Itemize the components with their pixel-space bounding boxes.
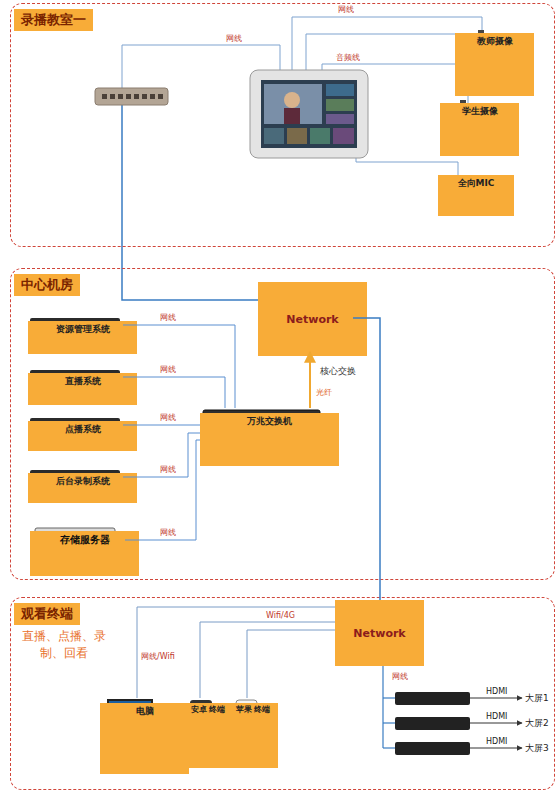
link-label: 网线/Wifi (141, 652, 175, 661)
hdmi-arrows (470, 698, 522, 748)
node-label: 存储服务器 (30, 531, 139, 576)
link-label: 网线 (160, 465, 176, 474)
port-label: HDMI (486, 737, 507, 746)
pc-terminal: 电脑 (100, 698, 175, 774)
cable-label: 网线 (226, 34, 242, 43)
screen-label: 大屏1 (525, 693, 549, 704)
screen-label: 大屏3 (525, 743, 549, 754)
port-label: HDMI (486, 712, 507, 721)
camera-device: 学生摄像 (440, 98, 505, 156)
port-label: HDMI (486, 687, 507, 696)
phone-terminal: 苹果 终端 (228, 698, 264, 768)
zone-note: 直播、点播、录 制、回看 (16, 628, 112, 662)
node-label: Network (258, 282, 367, 356)
screen-label: 大屏2 (525, 718, 549, 729)
node-label: 安卓 终端 (183, 703, 233, 768)
network-link (123, 377, 225, 408)
link-label: 网线 (160, 413, 176, 422)
mic-device: 全向MIC (438, 170, 500, 216)
access-switch (95, 88, 168, 105)
network-link (123, 325, 235, 408)
node-label: 全向MIC (438, 175, 514, 216)
uplink-wire (122, 105, 258, 300)
phone-terminal: 安卓 终端 (183, 698, 219, 768)
link-label: 光纤 (316, 388, 332, 397)
server-device: 后台录制系统 (28, 468, 123, 503)
decoder-wires (383, 662, 395, 748)
recording-tablet (250, 70, 368, 158)
network-link (247, 630, 335, 698)
cable-label: 音频线 (336, 53, 360, 62)
network-link (137, 607, 335, 698)
node-label: Network (335, 600, 424, 666)
server-device: 资源管理系统 (28, 316, 123, 354)
network-cloud: Network (335, 600, 410, 662)
node-label: 教师摄像 (455, 33, 534, 96)
node-label: 万兆交换机 (200, 413, 339, 466)
zone-title: 录播教室一 (14, 9, 93, 31)
cable-label: 网线 (338, 5, 354, 14)
link-label: Wifi/4G (266, 611, 295, 620)
cable-label: 网线 (392, 672, 408, 681)
switch-device: 万兆交换机 (200, 408, 325, 466)
node-label: 电脑 (100, 703, 189, 774)
network-link (200, 622, 335, 698)
zone-band: 中心机房Network资源管理系统直播系统点播系统后台录制系统万兆交换机存储服务… (10, 268, 555, 580)
link-label: 网线 (160, 528, 176, 537)
camera-device: 教师摄像 (455, 28, 520, 96)
node-label: 苹果 终端 (228, 703, 278, 768)
network-link (353, 318, 380, 600)
zone-band: 录播教室一教师摄像学生摄像全向MIC (10, 3, 555, 247)
node-label: 后台录制系统 (28, 473, 137, 503)
network-link (309, 352, 311, 408)
node-label: 学生摄像 (440, 103, 519, 156)
node-label: 点播系统 (28, 421, 137, 451)
decoders (395, 692, 470, 755)
network-cloud: Network (258, 282, 353, 352)
zone-title: 中心机房 (14, 274, 80, 296)
server-device: 直播系统 (28, 368, 123, 405)
core-label: 核心交换 (320, 366, 356, 377)
zone-title: 观看终端 (14, 603, 80, 625)
node-label: 直播系统 (28, 373, 137, 405)
classroom-wires (122, 17, 482, 176)
node-label: 资源管理系统 (28, 321, 137, 354)
zone-band: 观看终端直播、点播、录 制、回看 Network 电脑安卓 终端苹果 终端 (10, 597, 555, 790)
server-device: 点播系统 (28, 416, 123, 451)
link-label: 网线 (160, 365, 176, 374)
link-label: 网线 (160, 313, 176, 322)
storage-device: 存储服务器 (30, 526, 125, 576)
